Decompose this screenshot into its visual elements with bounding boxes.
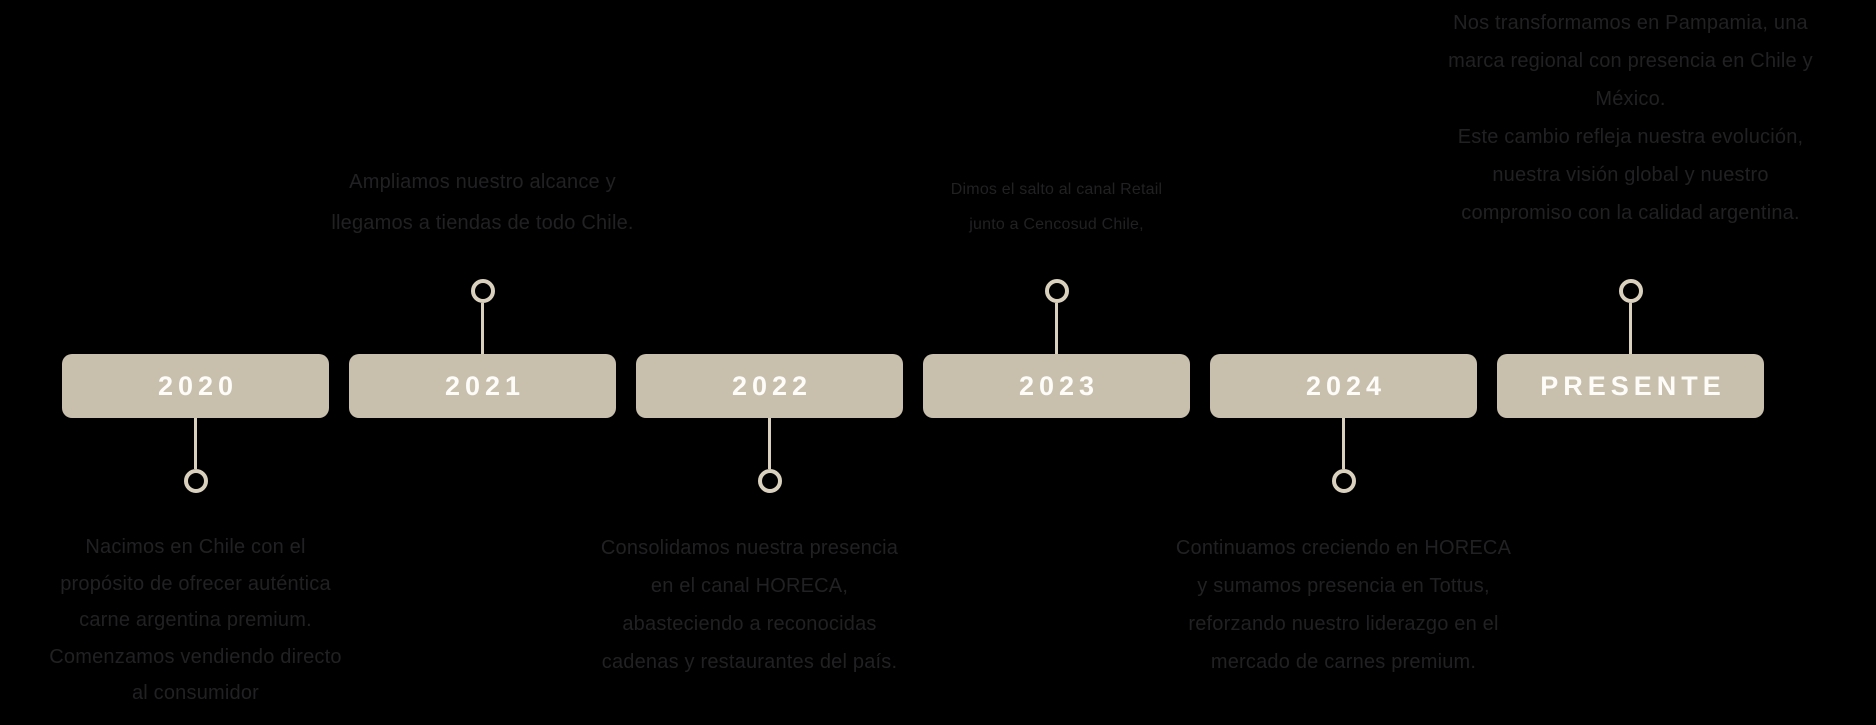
connector-2021 xyxy=(470,279,495,354)
year-button-2022[interactable]: 2022 xyxy=(636,354,903,418)
year-button-2023[interactable]: 2023 xyxy=(923,354,1190,418)
milestone-text-presente: Nos transformamos en Pampamia, una marca… xyxy=(1448,12,1813,224)
connector-dot-icon xyxy=(1331,469,1356,493)
connector-line xyxy=(768,418,771,469)
connector-2023 xyxy=(1044,279,1069,354)
connector-line xyxy=(1055,303,1058,354)
timeline-item-2024: 2024 Continuamos creciendo en HORECA y s… xyxy=(1176,0,1511,725)
year-button-presente[interactable]: PRESENTE xyxy=(1497,354,1764,418)
timeline-item-2020: 2020 Nacimos en Chile con el propósito d… xyxy=(49,0,342,725)
timeline-item-2021: 2021 Ampliamos nuestro alcance y llegamo… xyxy=(331,0,633,725)
connector-dot-icon xyxy=(183,469,208,493)
year-button-2021[interactable]: 2021 xyxy=(349,354,616,418)
connector-line xyxy=(1629,303,1632,354)
milestone-text-2023: Dimos el salto al canal Retail junto a C… xyxy=(950,181,1163,233)
milestone-text-2021: Ampliamos nuestro alcance y llegamos a t… xyxy=(331,171,634,234)
year-button-2024[interactable]: 2024 xyxy=(1210,354,1477,418)
connector-line xyxy=(194,418,197,469)
connector-dot-icon xyxy=(1044,279,1069,303)
connector-dot-icon xyxy=(757,469,782,493)
timeline-item-2023: 2023 Dimos el salto al canal Retail junt… xyxy=(923,0,1190,725)
connector-line xyxy=(1342,418,1345,469)
milestone-text-2024: Continuamos creciendo en HORECA y sumamo… xyxy=(1175,537,1512,673)
connector-2020 xyxy=(183,418,208,493)
milestone-text-2020: Nacimos en Chile con el propósito de ofr… xyxy=(49,536,342,704)
connector-dot-icon xyxy=(470,279,495,303)
year-button-2020[interactable]: 2020 xyxy=(62,354,329,418)
connector-presente xyxy=(1618,279,1643,354)
connector-2024 xyxy=(1331,418,1356,493)
timeline-item-2022: 2022 Consolidamos nuestra presencia en e… xyxy=(601,0,903,725)
timeline-item-presente: PRESENTE Nos transformamos en Pampamia, … xyxy=(1448,0,1813,725)
milestone-text-2022: Consolidamos nuestra presencia en el can… xyxy=(600,537,899,673)
connector-2022 xyxy=(757,418,782,493)
connector-dot-icon xyxy=(1618,279,1643,303)
connector-line xyxy=(481,303,484,354)
company-timeline: 2020 Nacimos en Chile con el propósito d… xyxy=(49,0,1813,725)
